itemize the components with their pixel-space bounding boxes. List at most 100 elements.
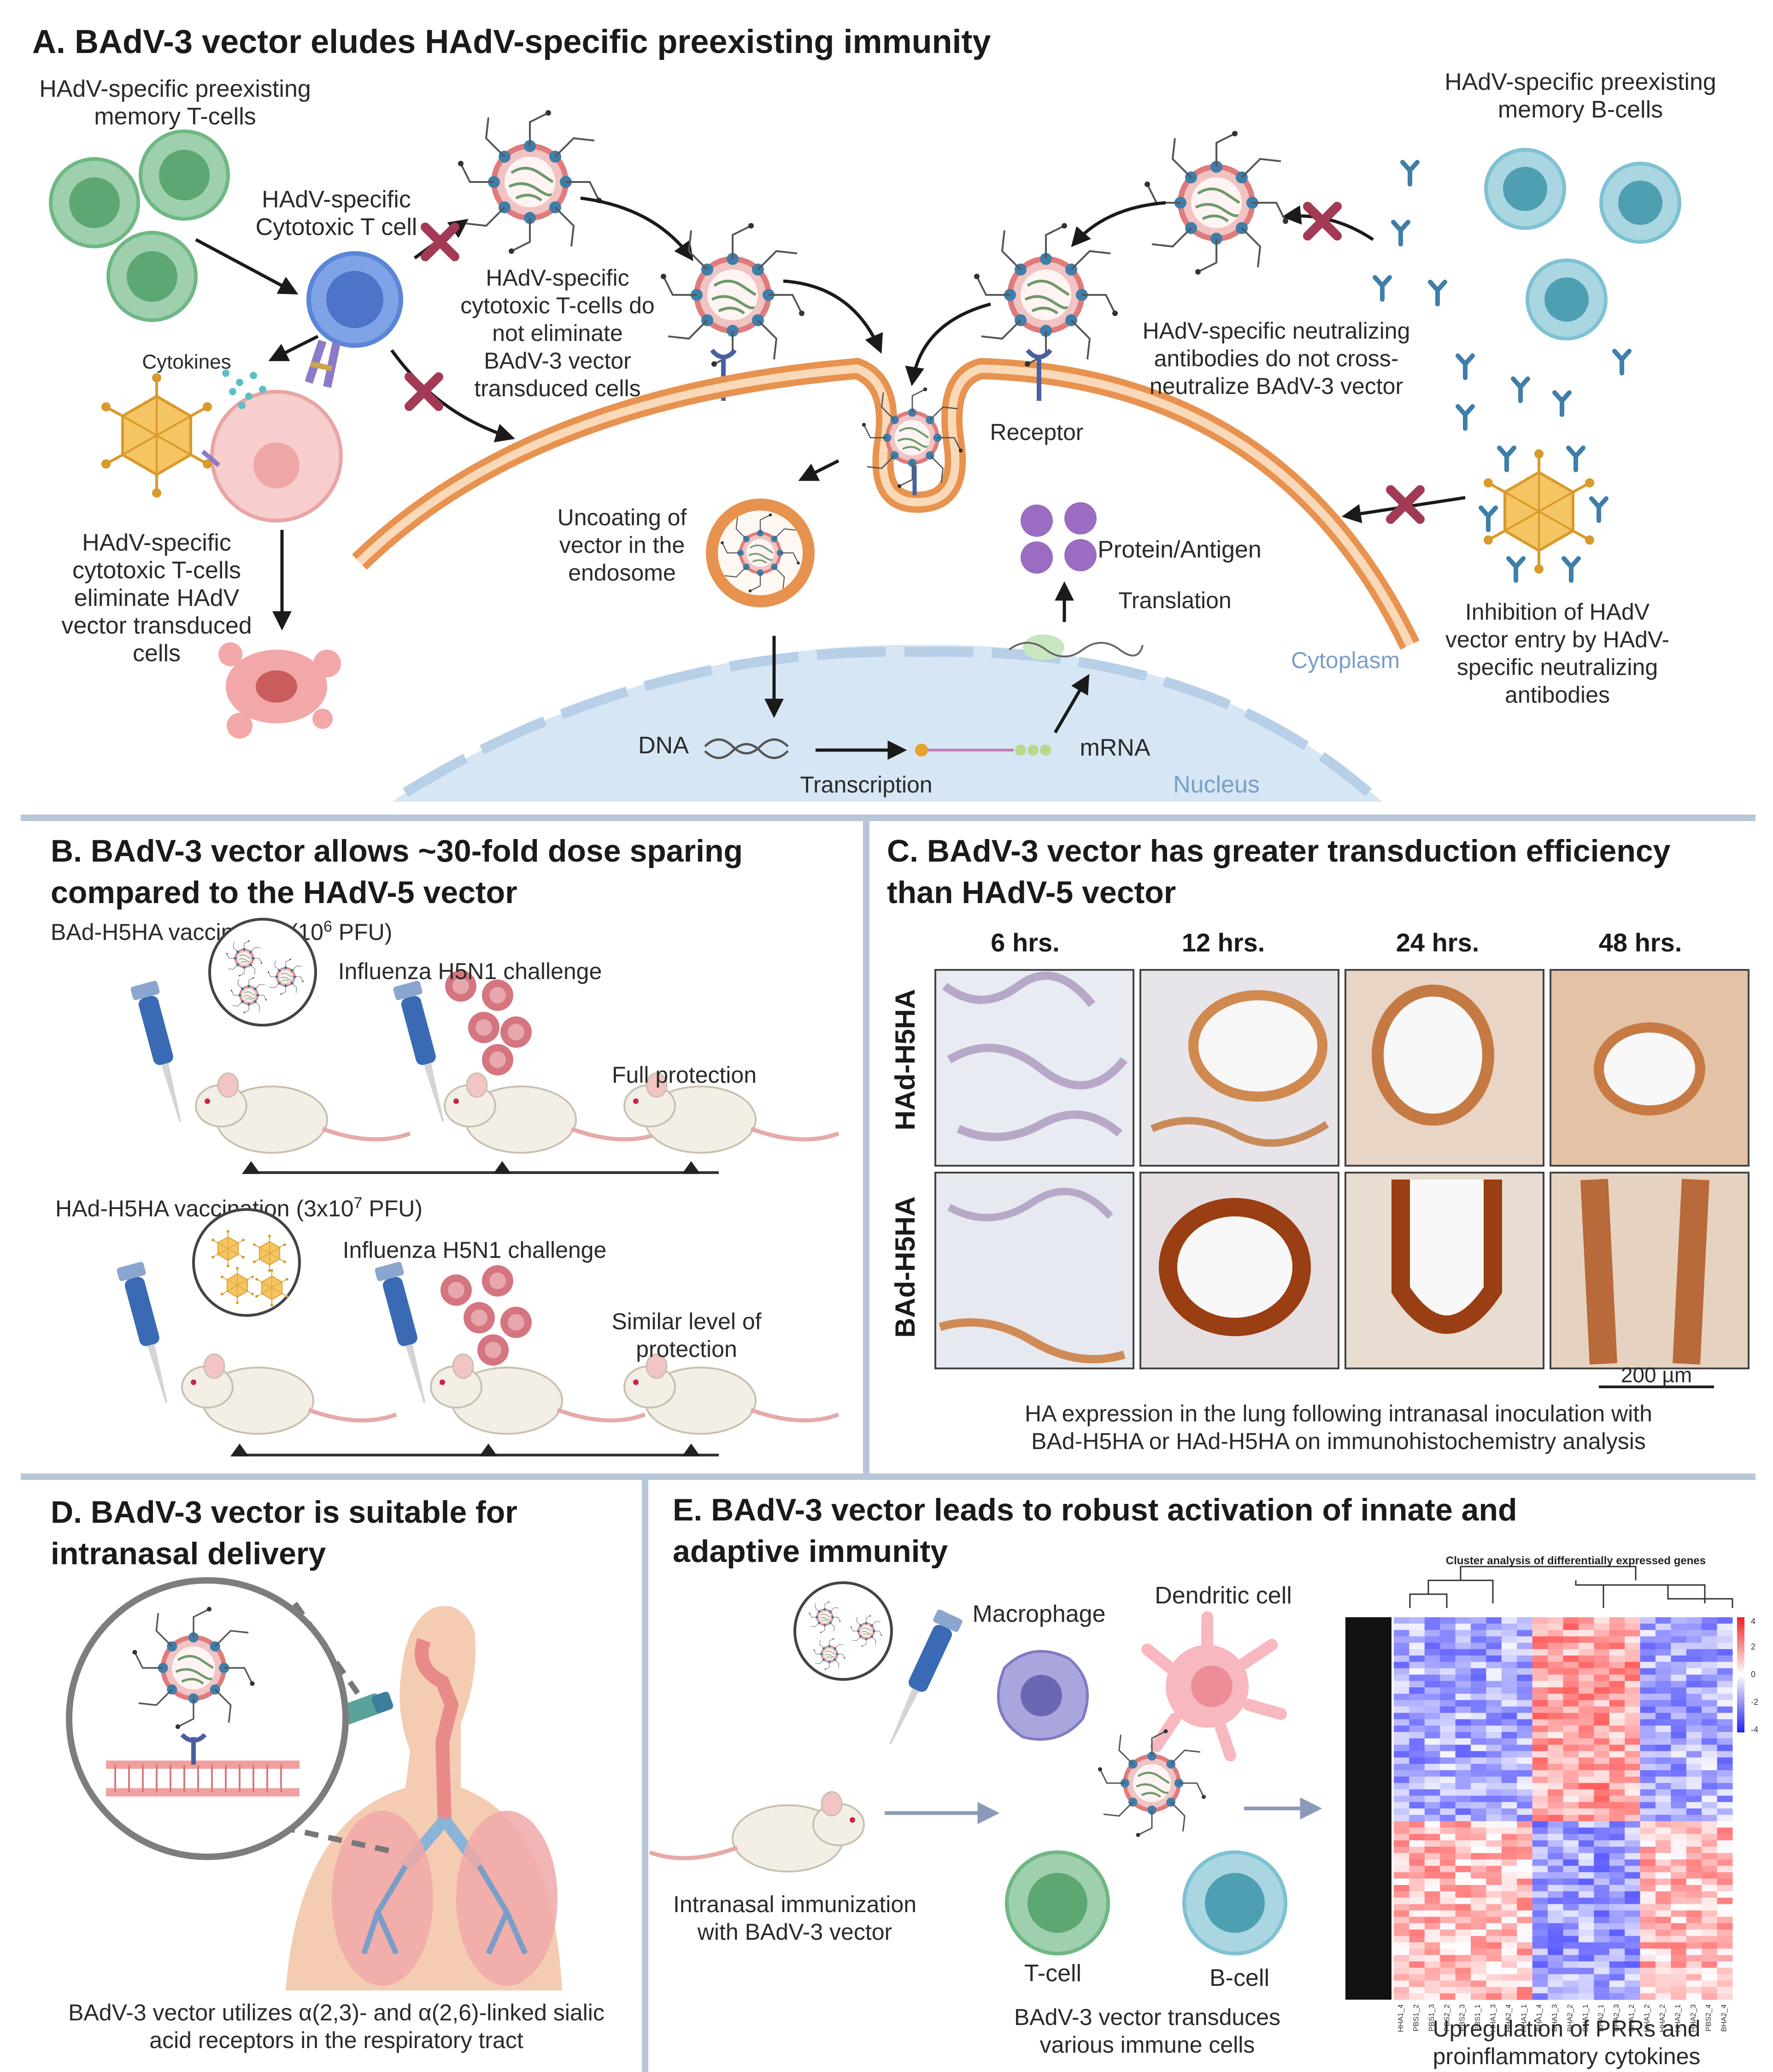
heatmap-cell [1440, 1840, 1456, 1847]
nab-no-cross-2: antibodies do not cross- [1154, 346, 1399, 371]
heatmap-cell [1594, 1987, 1610, 1994]
heatmap-cell [1563, 1847, 1579, 1854]
heatmap-cell [1440, 1853, 1456, 1860]
heatmap-cell [1625, 1929, 1641, 1937]
heatmap-cell [1686, 1885, 1702, 1892]
bad-vacc-timeline [130, 918, 839, 1174]
heatmap-cell [1594, 1751, 1610, 1758]
zoom-circle [66, 1577, 349, 1860]
heatmap-cell [1578, 1840, 1594, 1847]
heatmap-cell [1702, 1980, 1718, 1987]
heatmap-cell [1409, 1744, 1425, 1751]
heatmap-cell [1440, 1668, 1456, 1675]
heatmap-cell [1486, 1783, 1502, 1790]
heatmap-cell [1717, 1700, 1733, 1707]
heatmap-cell [1486, 1661, 1502, 1669]
heatmap-cell [1517, 1713, 1533, 1720]
heatmap-cell [1655, 1655, 1671, 1662]
heatmap-cell [1440, 1866, 1456, 1872]
heatmap-cell [1501, 1732, 1517, 1739]
heatmap-cell [1548, 1872, 1563, 1879]
heatmap-cell [1671, 1821, 1687, 1828]
heatmap-cell [1594, 1617, 1610, 1624]
heatmap-cell [1563, 1923, 1579, 1930]
heatmap-cell [1717, 1885, 1733, 1892]
heatmap-cell [1517, 1814, 1533, 1822]
heatmap-cell [1440, 1961, 1456, 1968]
heatmap-cell [1532, 1987, 1548, 1994]
heatmap-cell [1625, 1955, 1641, 1962]
heatmap-cell [1563, 1808, 1579, 1815]
heatmap-cell [1517, 1719, 1533, 1726]
heatmap-cell [1517, 1789, 1533, 1796]
heatmap-cell [1609, 1796, 1625, 1802]
heatmap-cell [1501, 1700, 1517, 1707]
heatmap-cell [1486, 1980, 1502, 1987]
heatmap-cell [1440, 1980, 1456, 1987]
heatmap-cell [1671, 1661, 1687, 1669]
histology-had-48h [1550, 969, 1750, 1167]
heatmap-cell [1655, 1980, 1671, 1987]
heatmap-cell [1640, 1942, 1656, 1949]
heatmap-cell [1424, 1942, 1440, 1949]
heatmap-cell [1548, 1802, 1563, 1809]
heatmap-cell [1532, 1936, 1548, 1943]
heatmap-cell [1501, 1681, 1517, 1688]
e-immunization-2: with BAdV-3 vector [697, 1919, 892, 1945]
heatmap-cell [1717, 1617, 1733, 1624]
heatmap-cell [1609, 1987, 1625, 1994]
arrow-to-entry [783, 279, 883, 354]
heatmap-cell [1532, 1814, 1548, 1822]
heatmap-cell [1394, 1630, 1409, 1637]
heatmap-cell [1702, 1617, 1718, 1624]
heatmap-cell [1594, 1764, 1610, 1771]
panel-d-title-1: D. BAdV-3 vector is suitable for [51, 1495, 517, 1530]
heatmap-cell [1702, 1713, 1718, 1720]
heatmap-cell [1517, 1847, 1533, 1854]
full-protection-label: Full protection [612, 1062, 757, 1088]
heatmap-cell [1686, 1732, 1702, 1739]
heatmap-cell [1640, 1655, 1656, 1662]
heatmap-cell [1578, 1802, 1594, 1809]
heatmap-cell [1486, 1942, 1502, 1949]
heatmap-cell [1609, 1942, 1625, 1949]
heatmap-cell [1455, 1821, 1471, 1828]
protein-label: Protein/Antigen [1098, 536, 1262, 563]
heatmap-cell [1625, 1987, 1641, 1994]
heatmap-cell [1394, 1623, 1409, 1631]
heatmap-cell [1548, 1847, 1563, 1854]
heatmap-cell [1548, 1980, 1563, 1987]
heatmap-cell [1578, 1891, 1594, 1898]
heatmap-cell [1640, 1923, 1656, 1930]
heatmap-cell [1702, 1993, 1718, 2000]
heatmap-cell [1517, 1840, 1533, 1847]
heatmap-cell [1594, 1866, 1610, 1872]
heatmap-cell [1594, 1942, 1610, 1949]
heatmap-cell [1424, 1949, 1440, 1955]
heatmap-cell [1671, 1636, 1687, 1643]
heatmap-cell [1394, 1942, 1409, 1949]
heatmap-cell [1578, 1980, 1594, 1987]
heatmap-cell [1625, 1738, 1641, 1745]
heatmap-cell [1625, 1814, 1641, 1822]
heatmap-cell [1609, 1757, 1625, 1764]
heatmap-cell [1394, 1872, 1409, 1879]
heatmap-cell [1471, 1987, 1486, 1994]
heatmap-cell [1517, 1661, 1533, 1669]
heatmap-cell [1471, 1942, 1486, 1949]
sample-label: BHA2_1 [1597, 2004, 1605, 2032]
sample-label: BHA2_2 [1567, 2004, 1574, 2032]
heatmap-cell [1409, 1706, 1425, 1713]
heatmap-cell [1471, 1955, 1486, 1962]
heatmap-cell [1471, 1808, 1486, 1815]
heatmap-cell [1640, 1967, 1656, 1975]
heatmap-cell [1424, 1974, 1440, 1981]
heatmap-cell [1671, 1859, 1687, 1866]
heatmap-cell [1563, 1649, 1579, 1656]
heatmap-cell [1686, 1961, 1702, 1968]
heatmap-cell [1717, 1764, 1733, 1771]
heatmap-cell [1394, 1980, 1409, 1987]
heatmap-cell [1717, 1808, 1733, 1815]
heatmap-cell [1394, 1694, 1409, 1701]
heatmap-cell [1424, 1617, 1440, 1624]
